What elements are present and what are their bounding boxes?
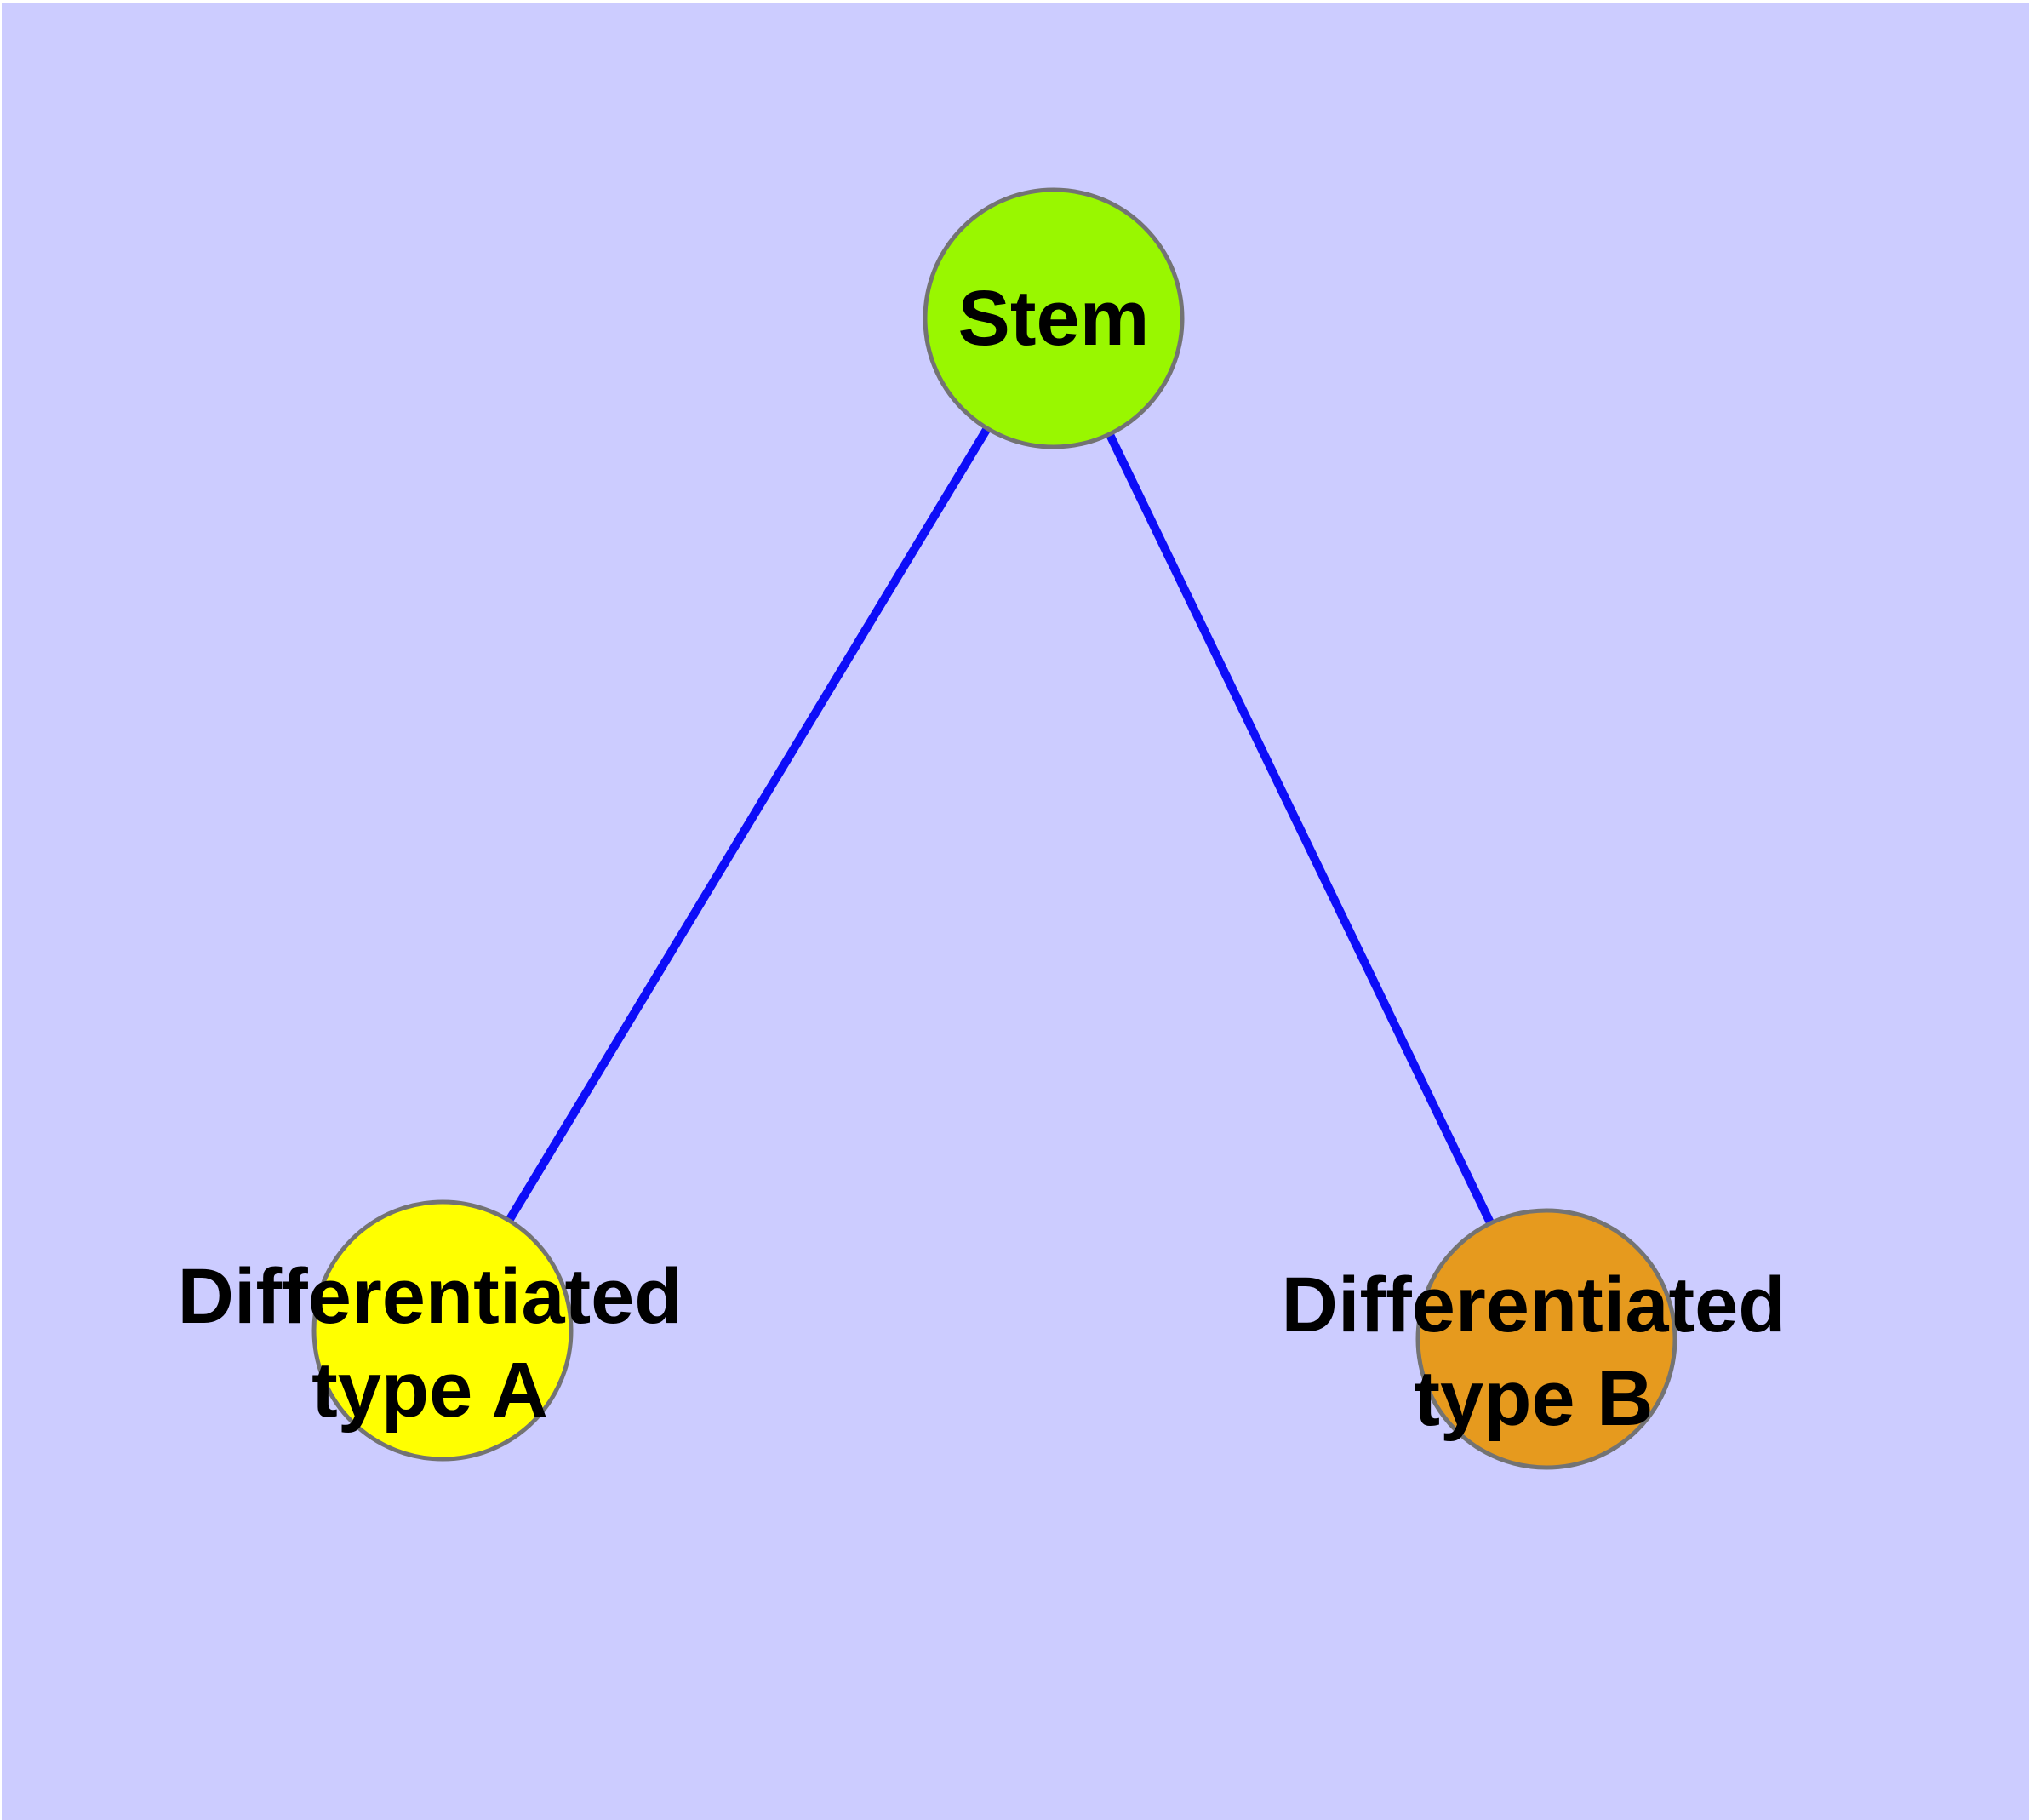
node-differentiated-type-b-label-line-1: Differentiated	[1282, 1262, 1786, 1348]
node-stem-circle	[923, 187, 1185, 449]
node-differentiated-type-a-label-line-2: type A	[311, 1347, 548, 1434]
node-stem-label-line-1: Stem	[958, 275, 1150, 362]
edge-stem-to-differentiated-type-b	[1049, 316, 1551, 1342]
node-differentiated-type-b-label-line-2: type B	[1414, 1355, 1653, 1442]
node-differentiated-type-b-circle	[1415, 1208, 1677, 1470]
node-differentiated-type-a-circle	[311, 1199, 574, 1462]
edge-stem-to-differentiated-type-a	[438, 316, 1058, 1333]
node-stem-label: Stem	[958, 275, 1150, 362]
node-differentiated-type-a-label-line-1: Differentiated	[178, 1253, 683, 1340]
node-stem: Stem	[923, 187, 1185, 449]
